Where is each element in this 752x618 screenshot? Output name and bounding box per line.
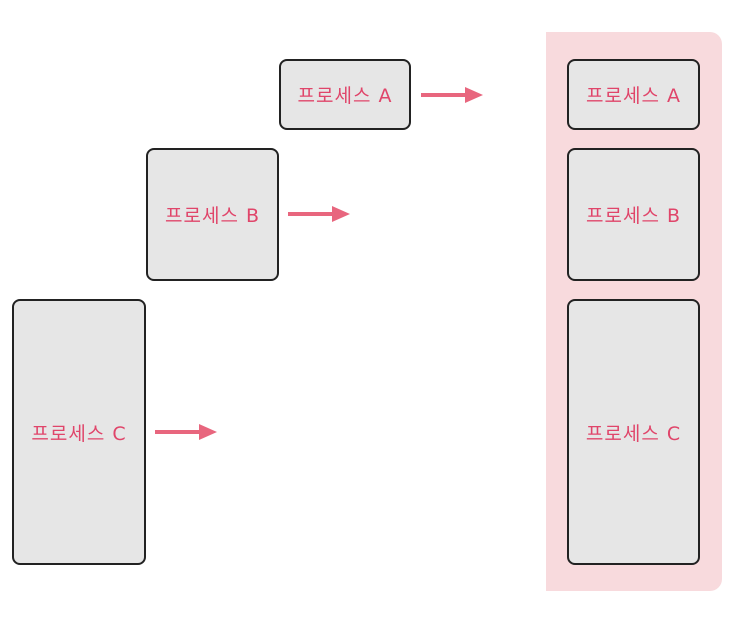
process-a-box: 프로세스 A [279, 59, 411, 130]
process-b-box: 프로세스 B [146, 148, 279, 281]
memory-process-b-box: 프로세스 B [567, 148, 700, 281]
arrow-a [421, 87, 483, 103]
memory-process-a-label: 프로세스 A [586, 85, 681, 107]
process-a-label: 프로세스 A [297, 85, 393, 107]
arrow-c [155, 424, 217, 440]
memory-process-c-label: 프로세스 C [585, 422, 682, 445]
process-b-label: 프로세스 B [165, 205, 260, 227]
memory-process-a-box: 프로세스 A [567, 59, 700, 130]
process-c-label: 프로세스 C [31, 422, 127, 445]
process-c-box: 프로세스 C [12, 299, 146, 565]
arrow-b [288, 206, 350, 222]
memory-process-c-box: 프로세스 C [567, 299, 700, 565]
memory-process-b-label: 프로세스 B [586, 205, 681, 227]
